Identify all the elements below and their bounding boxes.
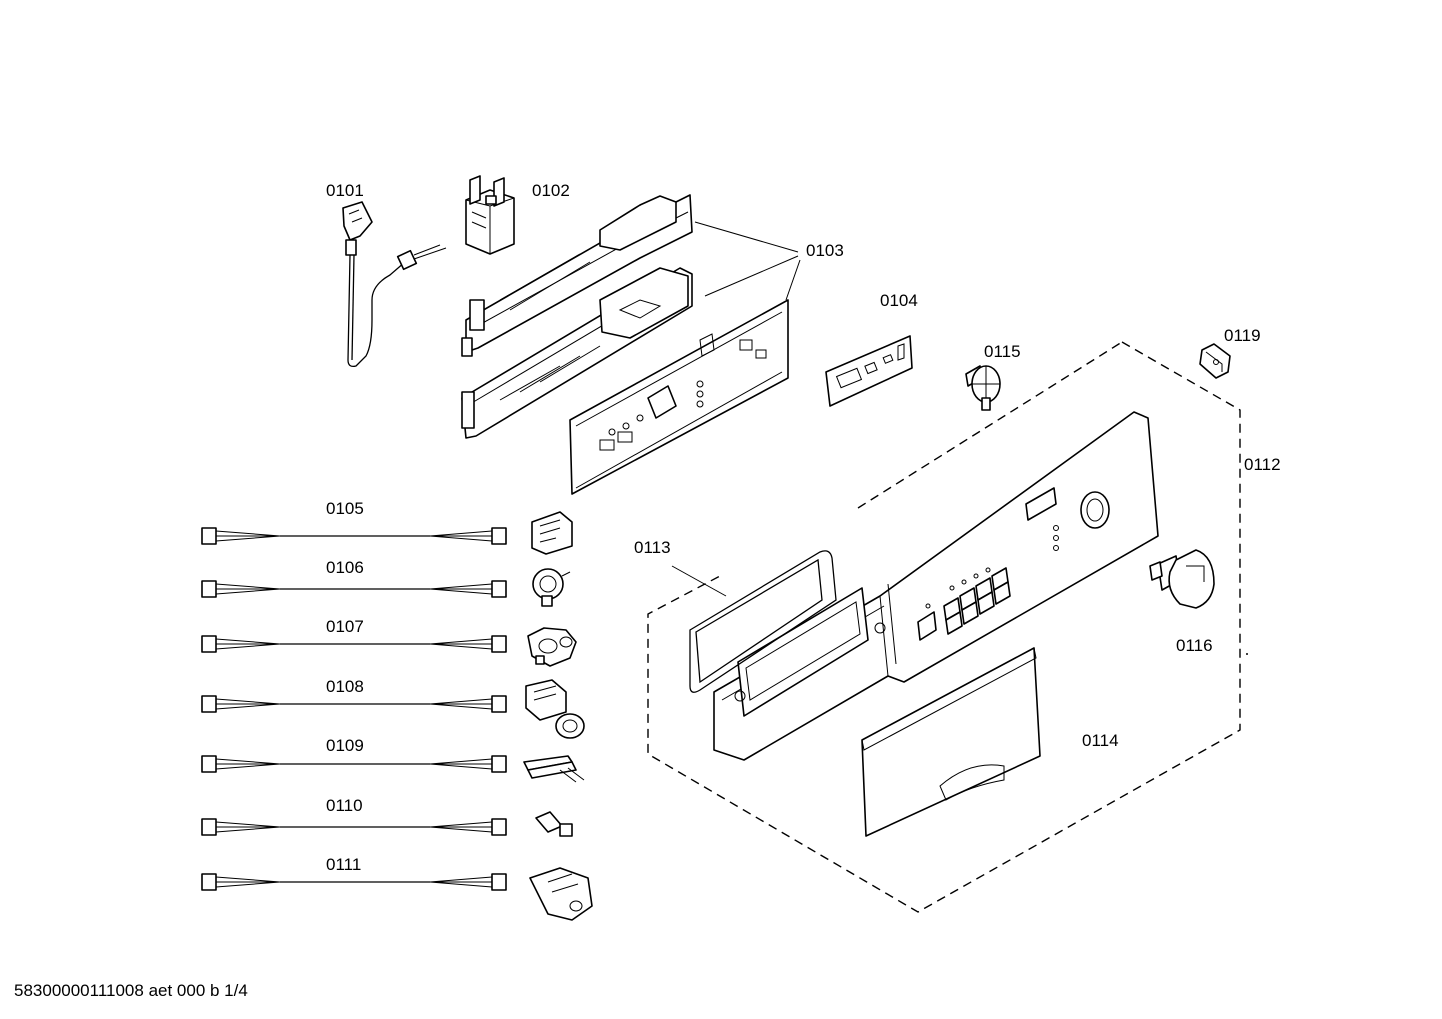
harness-0105[interactable] [201,527,507,545]
harness-0108[interactable] [201,695,507,713]
harness-0110[interactable] [201,818,507,836]
fascia-assembly-outline [647,341,1241,913]
leader-0113 [671,565,727,597]
label-0110: 0110 [326,796,363,815]
inlet-valve-part[interactable] [527,627,577,667]
display-board-part[interactable] [825,335,913,407]
temperature-sensor-part[interactable] [535,811,573,837]
control-module-top-rail[interactable] [461,194,693,357]
control-module-housing[interactable] [461,267,693,439]
dispenser-handle-part[interactable] [861,647,1041,837]
interference-filter-part[interactable] [465,175,515,255]
selector-knob-part[interactable] [1149,549,1215,609]
motor-part[interactable] [529,867,593,921]
power-cord-part[interactable] [342,201,447,368]
label-0115: 0115 [984,342,1021,361]
fascia-assembly-outline-top [857,341,1123,509]
label-0108: 0108 [326,677,364,696]
label-0111: 0111 [326,855,361,874]
leader-0103-a [694,221,799,253]
door-lock-part[interactable] [531,511,573,555]
label-0103: 0103 [806,241,844,260]
label-0114: 0114 [1082,731,1119,750]
control-panel-fascia[interactable] [713,411,1159,761]
drain-pump-part[interactable] [525,679,585,739]
label-0112: 0112 [1244,455,1281,474]
selector-spindle-part[interactable] [965,365,1001,411]
leader-0103-b [704,255,799,297]
harness-0111[interactable] [201,873,507,891]
label-0102: 0102 [532,181,570,200]
stray-dot [1246,653,1248,655]
drawing-reference-footer: 58300000111008 aet 000 b 1/4 [14,981,248,1000]
label-0105: 0105 [326,499,364,518]
pressure-switch-part[interactable] [532,568,571,607]
harness-0106[interactable] [201,580,507,598]
label-0116: 0116 [1176,636,1213,655]
label-0101: 0101 [326,181,364,200]
label-0113: 0113 [634,538,671,557]
label-0104: 0104 [880,291,918,310]
label-0109: 0109 [326,736,364,755]
harness-0107[interactable] [201,635,507,653]
label-0119: 0119 [1224,326,1261,345]
heater-element-part[interactable] [523,755,585,783]
harness-0109[interactable] [201,755,507,773]
retaining-clip-part[interactable] [1199,343,1231,379]
leader-0103-c [785,259,801,301]
dispenser-seal-part[interactable] [689,550,837,693]
control-pcb[interactable] [569,299,789,495]
label-0106: 0106 [326,558,364,577]
label-0107: 0107 [326,617,364,636]
